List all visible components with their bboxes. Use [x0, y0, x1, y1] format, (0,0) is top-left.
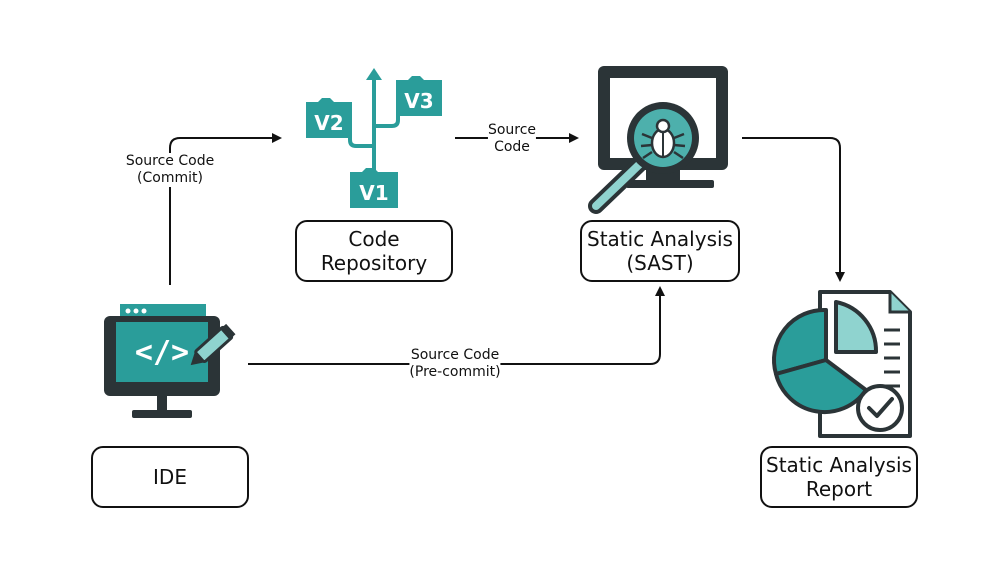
edge-label-precommit-line1: Source Code — [410, 347, 500, 363]
edge-ide-to-repo — [169, 133, 282, 285]
version-branch-icon: V2 V3 V1 — [306, 68, 442, 208]
edge-label-repo-to-sast: Source Code — [487, 122, 537, 156]
edge-label-commit-line1: Source Code — [125, 153, 215, 169]
edge-label-precommit-line2: (Pre-commit) — [409, 364, 501, 380]
ide-label: IDE — [153, 465, 187, 489]
bug-magnifier-monitor-icon — [588, 66, 728, 214]
edge-ide-to-sast — [248, 286, 665, 365]
static-analysis-report-label-line2: Report — [805, 477, 873, 501]
static-analysis-node: Static Analysis (SAST) — [580, 220, 740, 282]
folder-v1-label: V1 — [359, 181, 388, 205]
code-monitor-icon: </> — [104, 304, 236, 418]
edge-label-commit: Source Code (Commit) — [125, 153, 215, 187]
ide-node: IDE — [91, 446, 249, 508]
edge-label-repo-to-sast-line2: Code — [494, 139, 530, 155]
edge-label-precommit: Source Code (Pre-commit) — [409, 347, 501, 381]
edge-sast-to-report — [742, 137, 845, 282]
static-analysis-label-line1: Static Analysis — [587, 227, 733, 251]
code-repository-label-line1: Code — [348, 227, 400, 251]
pie-chart-report-icon — [772, 290, 912, 438]
edge-label-commit-line2: (Commit) — [137, 170, 203, 186]
static-analysis-report-node: Static Analysis Report — [760, 446, 918, 508]
code-repository-label-line2: Repository — [320, 251, 428, 275]
edge-label-repo-to-sast-line1: Source — [487, 122, 537, 138]
code-repository-node: Code Repository — [295, 220, 453, 282]
svg-text:</>: </> — [135, 335, 189, 370]
static-analysis-report-label-line1: Static Analysis — [766, 453, 912, 477]
static-analysis-label-line2: (SAST) — [626, 251, 694, 275]
folder-v2-label: V2 — [314, 111, 343, 135]
folder-v3-label: V3 — [404, 89, 433, 113]
